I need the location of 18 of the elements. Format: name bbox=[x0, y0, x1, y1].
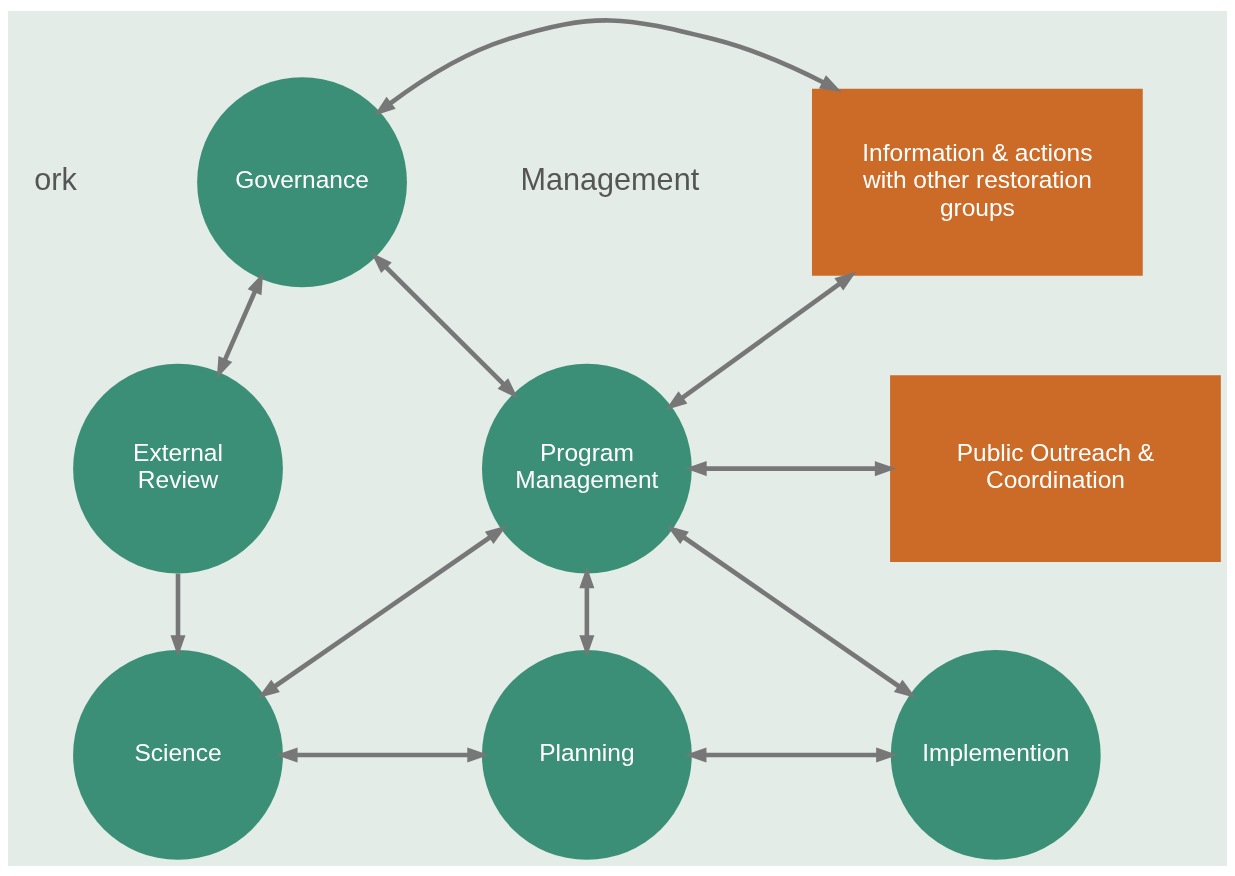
arrow bbox=[666, 525, 916, 698]
label: ork bbox=[34, 161, 77, 196]
node-box: Information & actions with other restoration groups bbox=[812, 88, 1143, 276]
label: Management bbox=[520, 161, 700, 196]
node-circle: Governance bbox=[197, 76, 407, 287]
arrow bbox=[665, 271, 857, 410]
arrow bbox=[684, 746, 898, 762]
node-circle: Planning bbox=[482, 649, 692, 860]
arrow bbox=[685, 460, 897, 476]
node-circle: External Review bbox=[73, 363, 283, 573]
arrow bbox=[579, 566, 595, 657]
arrow bbox=[170, 573, 186, 657]
arrow bbox=[371, 252, 519, 399]
arrow bbox=[216, 272, 264, 379]
arrow bbox=[276, 746, 489, 762]
arrow bbox=[257, 525, 507, 698]
node-box: Public Outreach & Coordination bbox=[890, 374, 1221, 562]
arrow bbox=[374, 17, 842, 116]
